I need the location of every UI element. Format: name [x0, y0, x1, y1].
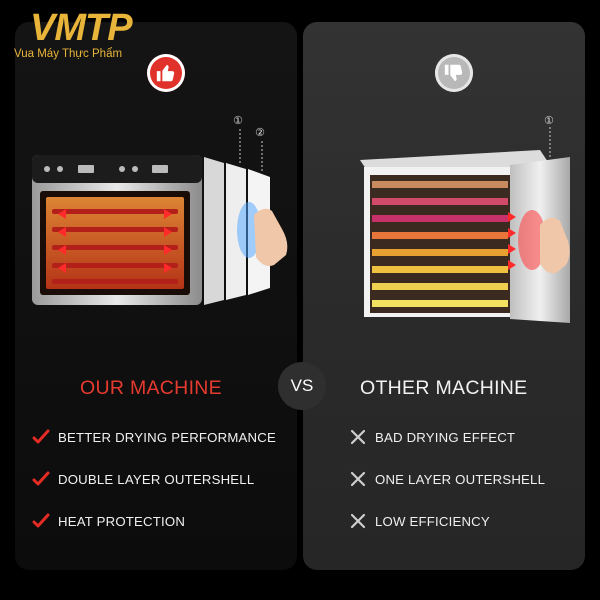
- layer-marker-single: ①: [544, 115, 555, 127]
- other-feature-text: LOW EFFICIENCY: [375, 513, 490, 529]
- other-feature-row: BAD DRYING EFFECT: [349, 428, 515, 446]
- logo-letters: VMTP: [30, 7, 133, 49]
- gray-x-icon: [350, 513, 366, 529]
- our-machine-photo: [32, 129, 288, 305]
- our-feature-text: BETTER DRYING PERFORMANCE: [58, 429, 276, 445]
- gray-x-icon: [350, 429, 366, 445]
- layer-marker-1: ①: [233, 115, 244, 127]
- vs-badge: VS: [278, 362, 326, 410]
- thumbs-down-icon: [435, 54, 473, 92]
- thumbs-up-icon: [147, 54, 185, 92]
- our-feature-row: HEAT PROTECTION: [32, 512, 185, 530]
- gray-x-icon: [350, 471, 366, 487]
- other-feature-text: ONE LAYER OUTERSHELL: [375, 471, 546, 487]
- our-machine-heading: OUR MACHINE: [80, 377, 222, 399]
- our-feature-text: HEAT PROTECTION: [58, 513, 186, 529]
- red-check-icon: [32, 429, 50, 444]
- our-feature-row: DOUBLE LAYER OUTERSHELL: [32, 470, 254, 488]
- layer-marker-2: ②: [255, 127, 266, 139]
- other-feature-row: ONE LAYER OUTERSHELL: [349, 470, 545, 488]
- other-machine-photo: [360, 127, 570, 323]
- other-feature-row: LOW EFFICIENCY: [349, 512, 490, 530]
- red-check-icon: [32, 471, 50, 486]
- other-feature-text: BAD DRYING EFFECT: [375, 429, 516, 445]
- our-feature-text: DOUBLE LAYER OUTERSHELL: [58, 471, 255, 487]
- logo-tagline: Vua Máy Thực Phẩm: [14, 48, 123, 60]
- other-machine-heading: OTHER MACHINE: [360, 377, 528, 399]
- vmtp-logo: VMTP Vua Máy Thực Phẩm: [14, 6, 154, 62]
- red-check-icon: [32, 513, 50, 528]
- our-feature-row: BETTER DRYING PERFORMANCE: [32, 428, 276, 446]
